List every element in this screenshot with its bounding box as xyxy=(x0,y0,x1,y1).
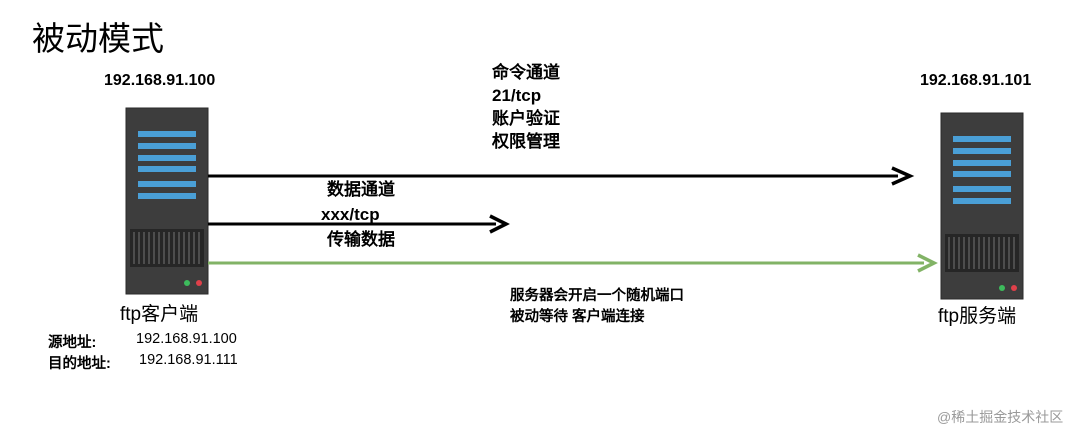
data-channel-purpose: 传输数据 xyxy=(327,230,395,249)
page-title: 被动模式 xyxy=(32,20,164,57)
command-channel-label: 命令通道 21/tcp 账户验证 权限管理 xyxy=(492,63,560,151)
watermark: @稀土掘金技术社区 xyxy=(937,409,1064,425)
passive-connection-arrow xyxy=(208,253,938,273)
dest-address-value: 192.168.91.111 xyxy=(139,352,238,368)
data-channel-port: xxx/tcp xyxy=(321,205,380,224)
dest-address-label: 目的地址: xyxy=(48,356,111,372)
server-label: ftp服务端 xyxy=(938,306,1017,327)
server-note: 服务器会开启一个随机端口 被动等待 客户端连接 xyxy=(510,288,684,325)
server-ip: 192.168.91.101 xyxy=(920,72,1032,89)
data-channel-name: 数据通道 xyxy=(327,180,395,199)
data-channel-arrow xyxy=(208,214,510,234)
client-ip: 192.168.91.100 xyxy=(104,72,216,89)
client-server-icon xyxy=(125,107,209,295)
command-channel-arrow xyxy=(208,166,915,186)
server-server-icon xyxy=(940,112,1024,300)
source-address-value: 192.168.91.100 xyxy=(136,331,237,347)
client-label: ftp客户端 xyxy=(120,304,199,325)
source-address-label: 源地址: xyxy=(48,335,97,351)
